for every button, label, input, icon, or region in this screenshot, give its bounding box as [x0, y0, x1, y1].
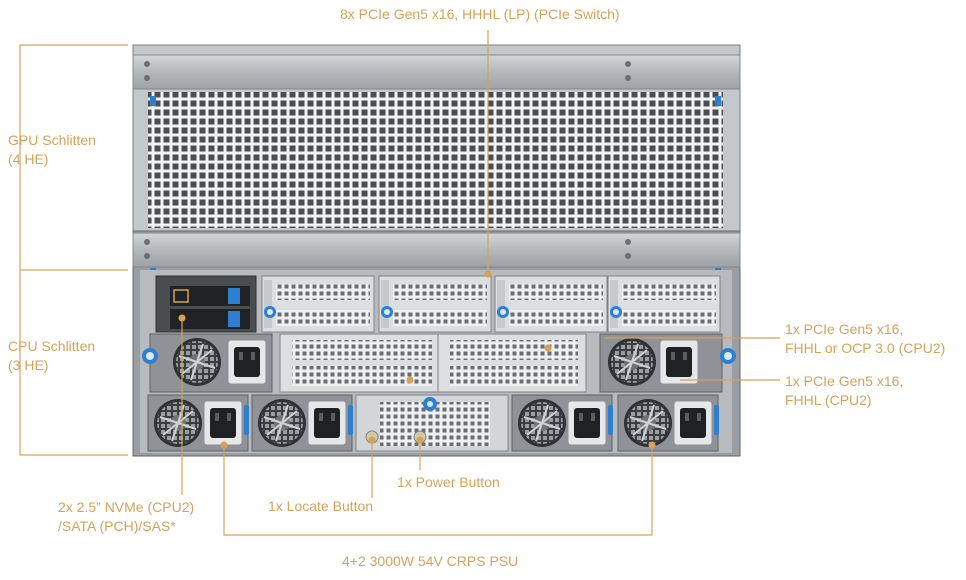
cpu-sled-line1: CPU Schlitten — [8, 338, 96, 354]
locate-button-label: 1x Locate Button — [268, 497, 373, 516]
locate-button-text: 1x Locate Button — [268, 498, 374, 514]
power-button-text: 1x Power Button — [397, 474, 500, 490]
nvme-label: 2x 2.5” NVMe (CPU2) /SATA (PCH)/SAS* — [58, 498, 194, 536]
gpu-sled-line2: (4 HE) — [8, 151, 49, 167]
pcie-switch-label: 8x PCIe Gen5 x16, HHHL (LP) (PCIe Switch… — [340, 5, 620, 24]
power-button-label: 1x Power Button — [397, 473, 500, 492]
gpu-sled-label: GPU Schlitten (4 HE) — [8, 131, 96, 169]
psu-label: 4+2 3000W 54V CRPS PSU — [342, 552, 518, 571]
psu-text: 4+2 3000W 54V CRPS PSU — [342, 553, 519, 569]
pcie-fhhl-label: 1x PCIe Gen5 x16, FHHL (CPU2) — [785, 372, 903, 410]
cpu-sled-line2: (3 HE) — [8, 357, 49, 373]
pcie-fhhl-line2: FHHL (CPU2) — [785, 392, 872, 408]
pcie-ocp-line2: FHHL or OCP 3.0 (CPU2) — [785, 340, 946, 356]
cpu-sled-label: CPU Schlitten (3 HE) — [8, 337, 95, 375]
pcie-fhhl-line1: 1x PCIe Gen5 x16, — [785, 373, 904, 389]
pcie-ocp-line1: 1x PCIe Gen5 x16, — [785, 321, 904, 337]
pcie-ocp-label: 1x PCIe Gen5 x16, FHHL or OCP 3.0 (CPU2) — [785, 320, 945, 358]
nvme-line1: 2x 2.5” NVMe (CPU2) — [58, 499, 195, 515]
gpu-sled-line1: GPU Schlitten — [8, 132, 96, 148]
pcie-switch-text: 8x PCIe Gen5 x16, HHHL (LP) (PCIe Switch… — [340, 6, 620, 22]
nvme-line2: /SATA (PCH)/SAS* — [58, 518, 176, 534]
